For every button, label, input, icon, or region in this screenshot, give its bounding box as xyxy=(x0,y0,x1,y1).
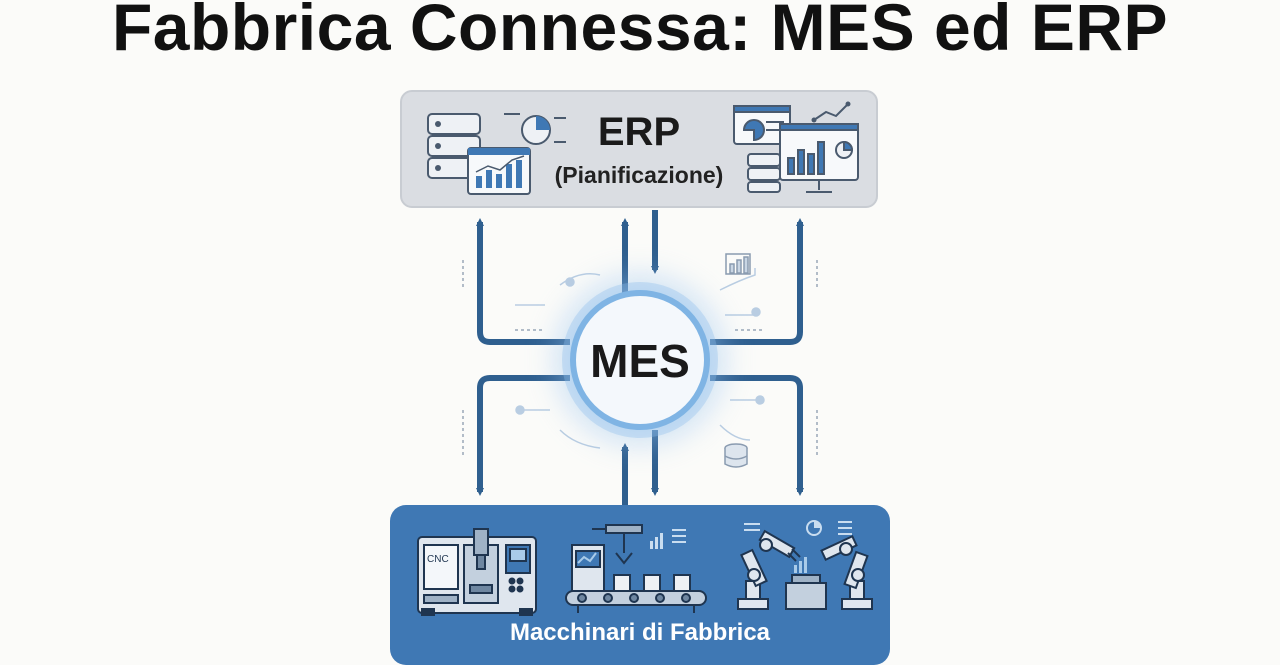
arrow-mes-to-machines-right xyxy=(710,375,804,496)
circuit-lines xyxy=(515,268,765,449)
mes-label: MES xyxy=(590,335,690,387)
erp-box: ERP (Pianificazione) xyxy=(400,90,878,208)
dashed-side-lines xyxy=(462,260,818,455)
arrow-mes-to-machines-left xyxy=(476,375,570,496)
connector-arrows xyxy=(462,210,818,505)
monitor-dashboard-icon xyxy=(733,101,859,193)
robot-arm-icon xyxy=(737,520,873,610)
pie-chart-icon xyxy=(504,113,566,145)
small-database-icon xyxy=(747,153,781,193)
mini-bar-chart-icon xyxy=(650,529,686,549)
page-title: Fabbrica Connessa: MES ed ERP xyxy=(111,0,1169,64)
bar-chart-icon xyxy=(467,147,531,195)
erp-title: ERP xyxy=(597,110,681,154)
machines-box: CNC xyxy=(390,505,890,665)
erp-subtitle: (Pianificazione) xyxy=(554,162,724,188)
mini-list-icon xyxy=(744,520,852,536)
arrow-mes-to-erp-right xyxy=(710,218,804,345)
mini-database-icon xyxy=(724,443,748,468)
mini-bar-chart-icon xyxy=(725,253,751,275)
cnc-machine-icon: CNC xyxy=(417,528,537,616)
assembly-line-icon xyxy=(565,524,707,613)
cnc-label: CNC xyxy=(427,554,449,565)
database-icon xyxy=(427,113,566,195)
arrow-mes-to-erp-left xyxy=(476,218,570,345)
machines-label: Macchinari di Fabbrica xyxy=(509,619,771,646)
mes-node: MES xyxy=(570,290,710,430)
